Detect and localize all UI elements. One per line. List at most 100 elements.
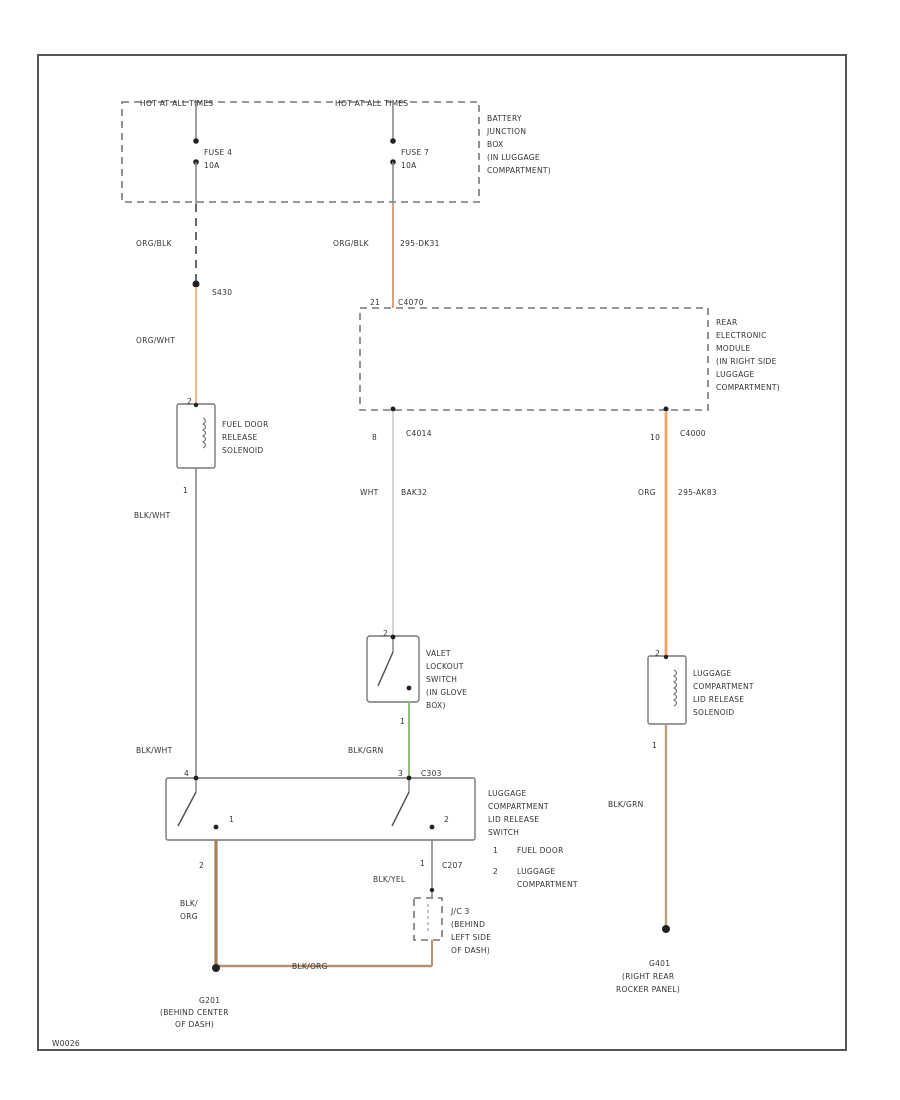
svg-text:RELEASE: RELEASE — [222, 433, 258, 442]
rear-electronic-module — [359, 307, 709, 411]
wire-label-org-wht: ORG/WHT — [136, 336, 175, 345]
svg-text:SWITCH: SWITCH — [488, 828, 519, 837]
switch-pin-1-lower: 1 — [420, 859, 425, 868]
svg-text:2: 2 — [383, 629, 388, 638]
svg-text:REAR: REAR — [716, 318, 738, 327]
svg-text:3: 3 — [398, 769, 403, 778]
svg-text:(IN LUGGAGE: (IN LUGGAGE — [487, 153, 540, 162]
svg-text:G201: G201 — [199, 996, 220, 1005]
page-code: W0026 — [52, 1039, 80, 1048]
svg-text:1: 1 — [183, 486, 188, 495]
wire-label-blk-grn-center: BLK/GRN — [348, 746, 384, 755]
rem-pin-10: 10 — [650, 433, 660, 442]
wire-label-wht: WHT — [360, 488, 379, 497]
wire-circuit-295-ak83: 295-AK83 — [678, 488, 717, 497]
svg-text:LID RELEASE: LID RELEASE — [693, 695, 744, 704]
ground-g401 — [662, 925, 670, 933]
wire-label-blk-grn-right: BLK/GRN — [608, 800, 644, 809]
svg-text:OF DASH): OF DASH) — [451, 946, 490, 955]
svg-text:ELECTRONIC: ELECTRONIC — [716, 331, 767, 340]
luggage-compartment-lid-release-solenoid: 2 LUGGAGE COMPARTMENT LID RELEASE SOLENO… — [647, 649, 754, 750]
svg-text:ROCKER PANEL): ROCKER PANEL) — [616, 985, 680, 994]
svg-text:FUSE 4: FUSE 4 — [204, 148, 232, 157]
svg-text:VALET: VALET — [426, 649, 451, 658]
fuse-4: FUSE 4 10A — [193, 100, 232, 204]
svg-text:BOX: BOX — [487, 140, 503, 149]
svg-text:COMPARTMENT: COMPARTMENT — [693, 682, 754, 691]
svg-text:ORG: ORG — [180, 912, 198, 921]
svg-text:J/C 3: J/C 3 — [450, 907, 470, 916]
connector-c207: C207 — [442, 861, 463, 870]
svg-text:LEFT SIDE: LEFT SIDE — [451, 933, 491, 942]
svg-text:OF DASH): OF DASH) — [175, 1020, 214, 1029]
svg-text:LID RELEASE: LID RELEASE — [488, 815, 539, 824]
svg-text:(RIGHT REAR: (RIGHT REAR — [622, 972, 674, 981]
svg-text:2: 2 — [493, 867, 498, 876]
svg-text:COMPARTMENT): COMPARTMENT) — [487, 166, 551, 175]
svg-text:G401: G401 — [649, 959, 670, 968]
svg-text:FUEL DOOR: FUEL DOOR — [222, 420, 269, 429]
hot-label-left: HOT AT ALL TIMES — [140, 99, 213, 108]
svg-text:BLK/: BLK/ — [180, 899, 198, 908]
wire-label-blk-org: BLK/ ORG — [180, 899, 198, 921]
svg-text:COMPARTMENT: COMPARTMENT — [517, 880, 578, 889]
svg-text:2: 2 — [444, 815, 449, 824]
rem-pin-8-terminal — [390, 406, 396, 412]
svg-text:LUGGAGE: LUGGAGE — [716, 370, 755, 379]
hot-label-right: HOT AT ALL TIMES — [335, 99, 408, 108]
svg-text:1: 1 — [400, 717, 405, 726]
fuel-door-release-solenoid: 2 FUEL DOOR RELEASE SOLENOID 1 — [176, 397, 269, 495]
svg-text:1: 1 — [493, 846, 498, 855]
svg-text:(IN GLOVE: (IN GLOVE — [426, 688, 467, 697]
ground-g201-label: G201 (BEHIND CENTER OF DASH) — [160, 996, 228, 1029]
ground-g401-label: G401 (RIGHT REAR ROCKER PANEL) — [616, 959, 680, 994]
svg-text:BATTERY: BATTERY — [487, 114, 522, 123]
junction-connector-3 — [413, 897, 443, 941]
svg-text:SWITCH: SWITCH — [426, 675, 457, 684]
svg-text:FUSE 7: FUSE 7 — [401, 148, 429, 157]
wire-label-blk-yel: BLK/YEL — [373, 875, 406, 884]
switch-pin-2-lower: 2 — [199, 861, 204, 870]
rem-pin-8: 8 — [372, 433, 377, 442]
wire-label-blk-wht-lower: BLK/WHT — [136, 746, 173, 755]
diagram-frame — [37, 54, 847, 1051]
svg-text:SOLENOID: SOLENOID — [222, 446, 263, 455]
wire-label-blk-wht-upper: BLK/WHT — [134, 511, 171, 520]
rem-label: REAR ELECTRONIC MODULE (IN RIGHT SIDE LU… — [716, 318, 780, 392]
svg-text:LUGGAGE: LUGGAGE — [488, 789, 527, 798]
splice-s430 — [192, 280, 200, 288]
svg-text:JUNCTION: JUNCTION — [486, 127, 526, 136]
battery-junction-box — [121, 101, 480, 203]
rem-pin-21: 21 — [370, 298, 380, 307]
svg-text:2: 2 — [655, 649, 660, 658]
svg-text:MODULE: MODULE — [716, 344, 750, 353]
svg-text:SOLENOID: SOLENOID — [693, 708, 734, 717]
svg-text:10A: 10A — [204, 161, 220, 170]
svg-text:FUEL DOOR: FUEL DOOR — [517, 846, 564, 855]
jc3-label: J/C 3 (BEHIND LEFT SIDE OF DASH) — [450, 907, 491, 955]
svg-text:1: 1 — [229, 815, 234, 824]
svg-text:LOCKOUT: LOCKOUT — [426, 662, 464, 671]
wire-circuit-295-dk31: 295-DK31 — [400, 239, 440, 248]
rem-pin-10-terminal — [663, 406, 669, 412]
svg-text:(BEHIND: (BEHIND — [451, 920, 485, 929]
svg-text:BOX): BOX) — [426, 701, 446, 710]
release-switch-legend: 1 FUEL DOOR 2 LUGGAGE COMPARTMENT — [493, 846, 578, 889]
svg-text:LUGGAGE: LUGGAGE — [517, 867, 556, 876]
fuse-7: FUSE 7 10A — [390, 100, 429, 204]
ground-g201 — [212, 964, 220, 972]
svg-text:1: 1 — [652, 741, 657, 750]
wire-circuit-bak32: BAK32 — [401, 488, 427, 497]
c207-terminal — [429, 887, 435, 893]
svg-text:COMPARTMENT): COMPARTMENT) — [716, 383, 780, 392]
valet-lockout-switch: 2 VALET LOCKOUT SWITCH (IN GLOVE BOX) 1 — [366, 629, 467, 726]
rem-connector-c4070: C4070 — [398, 298, 424, 307]
svg-text:C303: C303 — [421, 769, 442, 778]
splice-s430-label: S430 — [212, 288, 232, 297]
svg-text:10A: 10A — [401, 161, 417, 170]
wire-label-org: ORG — [638, 488, 656, 497]
rem-connector-c4014: C4014 — [406, 429, 432, 438]
svg-text:LUGGAGE: LUGGAGE — [693, 669, 732, 678]
svg-text:COMPARTMENT: COMPARTMENT — [488, 802, 549, 811]
